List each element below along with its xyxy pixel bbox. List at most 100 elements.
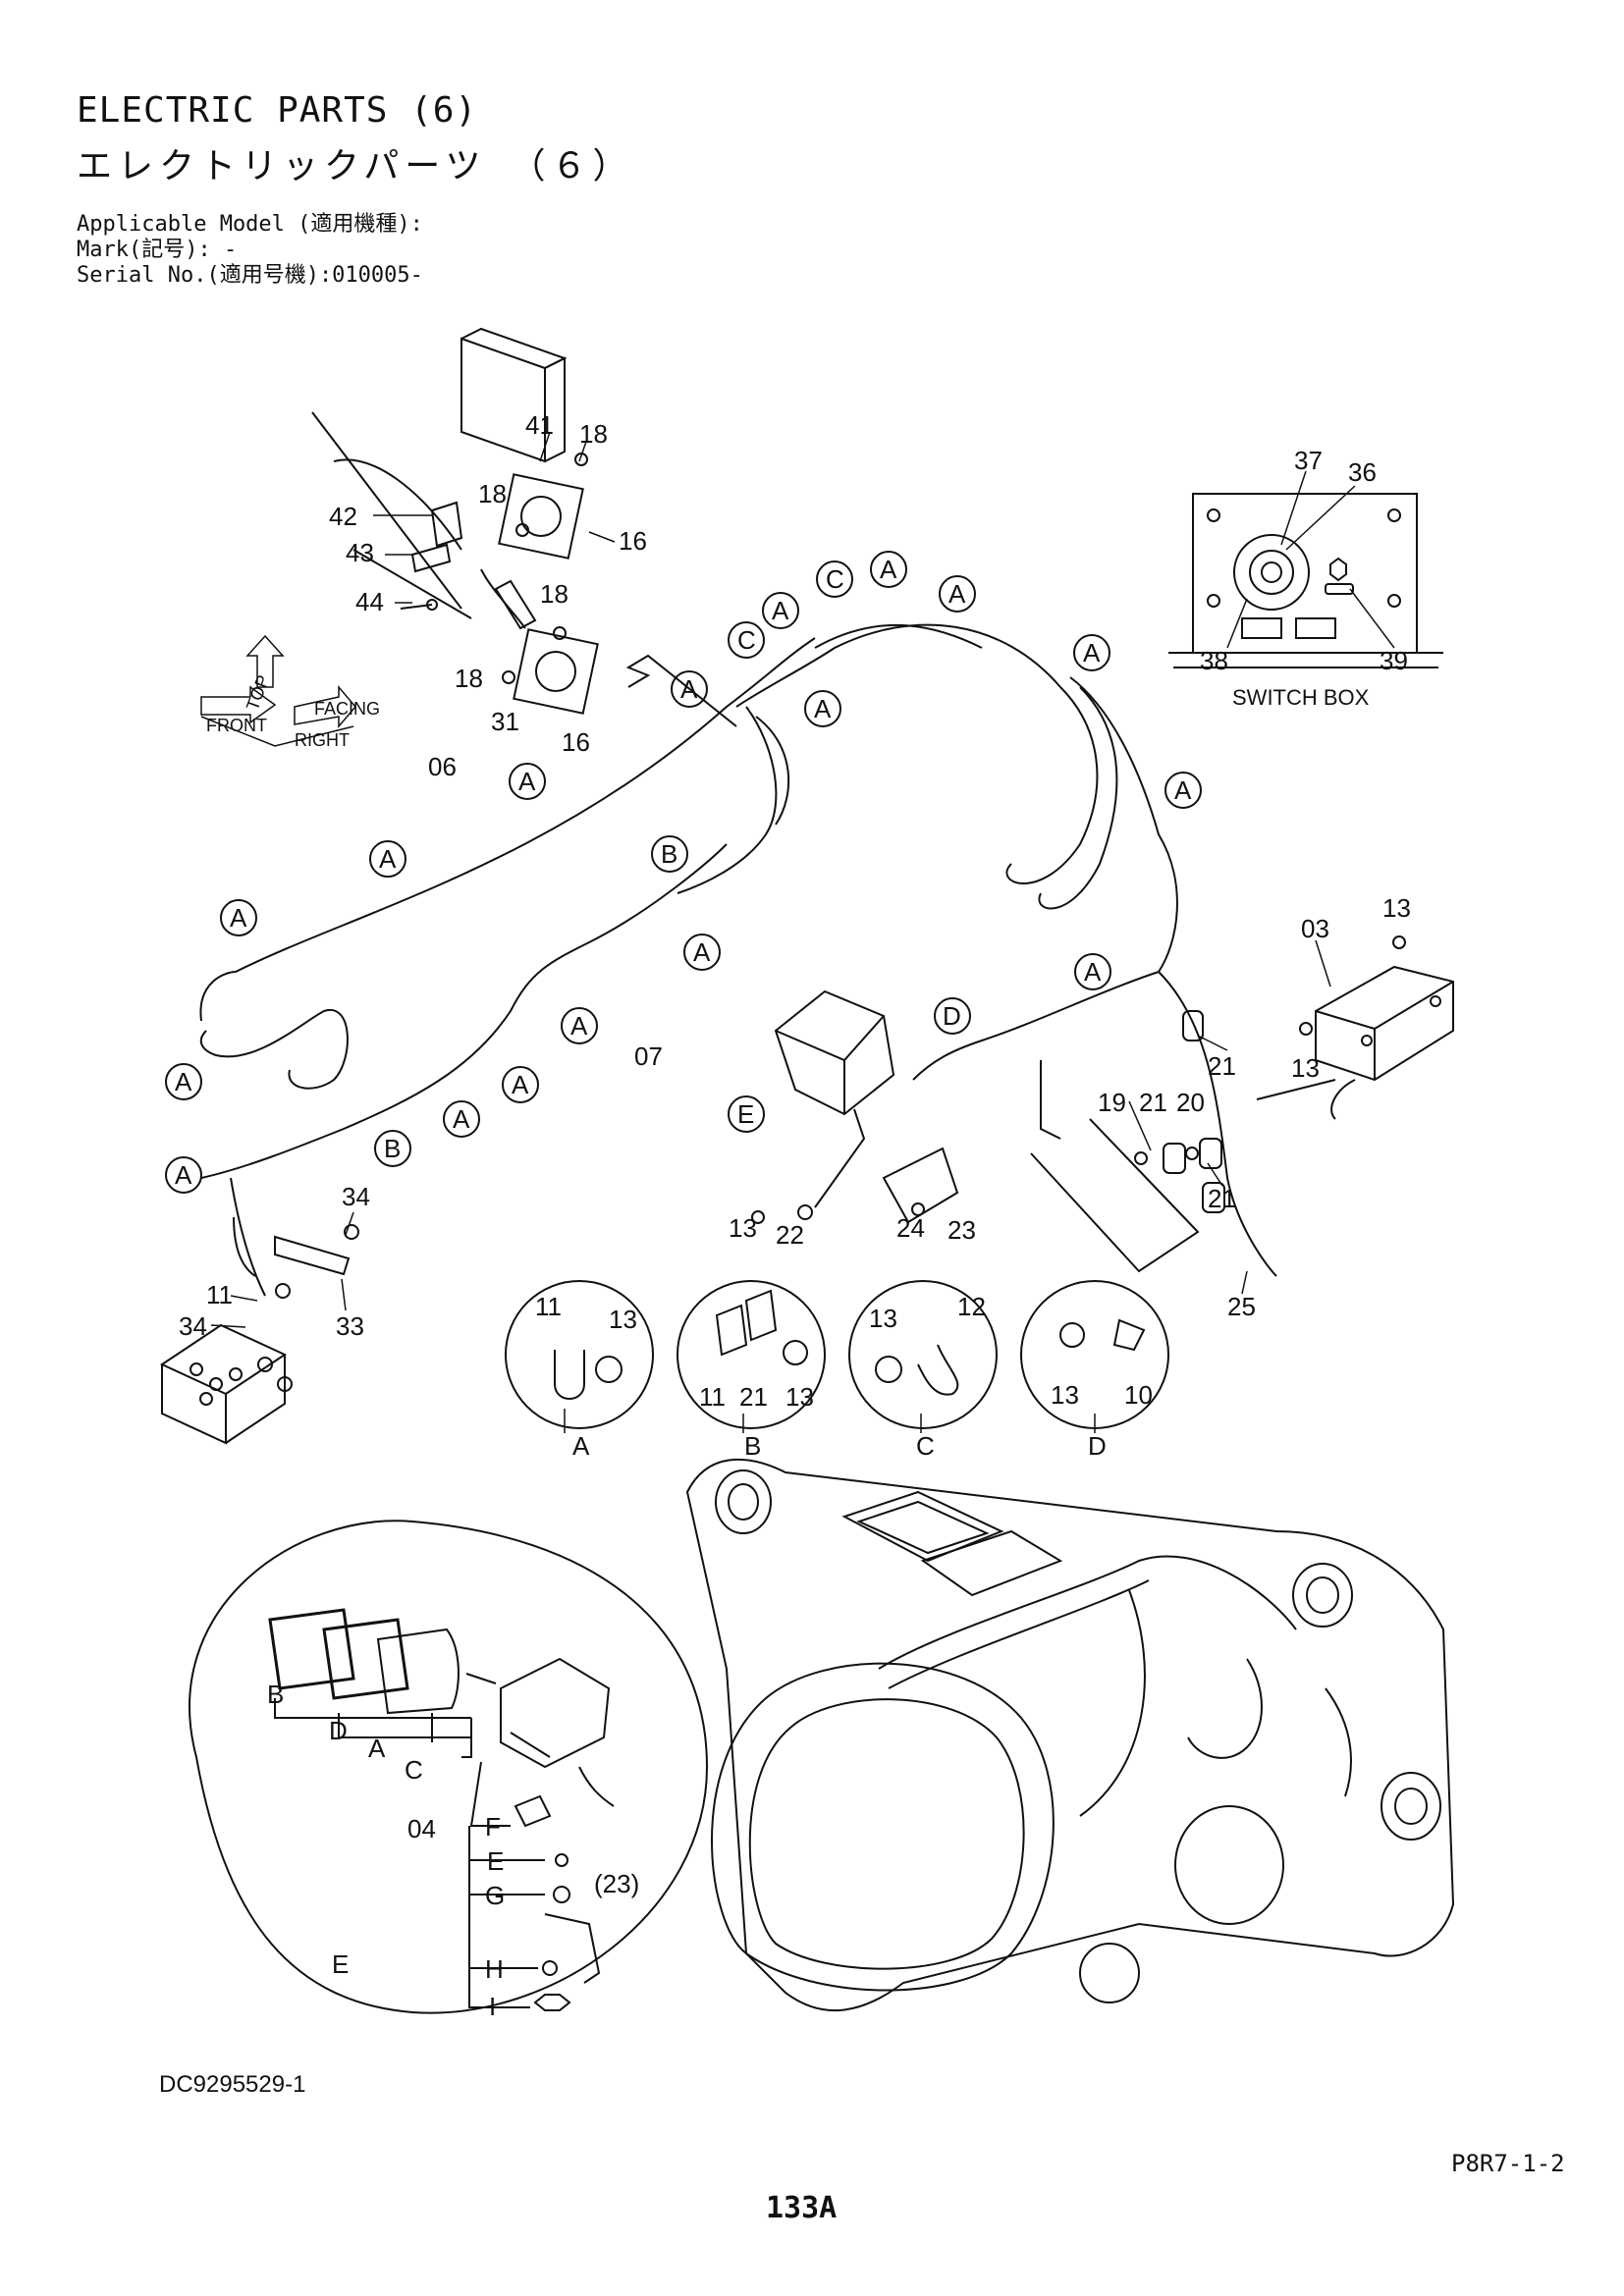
detail-a-caption: A (572, 1431, 590, 1461)
part-label-13: 13 (729, 1213, 757, 1243)
main-frame-body (685, 1458, 1455, 2012)
callout-a: A (1074, 953, 1111, 990)
detail-b-part-11: 11 (699, 1382, 726, 1412)
svg-text:E: E (737, 1099, 754, 1129)
svg-text:A: A (453, 1104, 470, 1134)
part-label-25: 25 (1227, 1292, 1256, 1321)
switch-label-39: 39 (1380, 646, 1408, 675)
callout-c: C (728, 621, 765, 659)
part-label-34: 34 (179, 1311, 207, 1341)
direction-indicator: FRONT TOP RIGHT FACING (200, 634, 380, 750)
detail-circles (505, 1280, 1169, 1429)
callout-markers: A A A A A A A A A A A A A A A A A C C B … (165, 551, 1202, 1194)
svg-text:A: A (230, 903, 247, 933)
part-label-43: 43 (346, 538, 374, 567)
top-label: TOP (243, 672, 273, 713)
bracket-assembly (311, 327, 737, 727)
page-title: ELECTRIC PARTS (6) (77, 90, 478, 131)
callout-c: C (816, 561, 853, 598)
part-label-23: 23 (947, 1215, 976, 1245)
connector-plug-assembly (159, 1224, 359, 1445)
svg-text:A: A (512, 1070, 529, 1099)
leader-lines (210, 431, 1395, 1433)
page-number: 133A (766, 2191, 838, 2225)
callout-a: A (939, 575, 976, 613)
svg-text:A: A (1084, 957, 1102, 987)
detail-d-part-10: 10 (1124, 1380, 1153, 1410)
document-code: DC9295529-1 (159, 2071, 306, 2098)
clamp-set (1030, 1010, 1225, 1273)
part-label-13: 13 (1382, 893, 1411, 923)
svg-text:A: A (175, 1067, 192, 1096)
page-title-japanese: エレクトリックパーツ （６） (77, 146, 634, 187)
detail-d-part-13: 13 (1051, 1380, 1079, 1410)
part-label-18: 18 (478, 479, 507, 508)
svg-text:A: A (1083, 638, 1101, 667)
detail-b-part-21: 21 (739, 1382, 768, 1412)
callout-a: A (443, 1100, 480, 1138)
detail-c-part-12: 12 (957, 1292, 986, 1321)
callout-b: B (374, 1130, 411, 1167)
harness-label-06: 06 (428, 752, 457, 781)
switch-label-36: 36 (1348, 457, 1377, 487)
callout-a: A (165, 1063, 202, 1100)
svg-text:A: A (814, 694, 832, 723)
callout-a: A (870, 551, 907, 588)
callout-a: A (369, 840, 406, 878)
svg-text:A: A (1174, 775, 1192, 805)
front-label: FRONT (206, 716, 267, 735)
lamp-letter-b: B (267, 1680, 284, 1709)
svg-text:B: B (384, 1134, 401, 1163)
harness-07 (200, 843, 1277, 1297)
part-label-33: 33 (336, 1311, 364, 1341)
right-label: RIGHT (295, 730, 350, 750)
lamp-exploded-detail (189, 1520, 709, 2014)
svg-text:A: A (518, 767, 536, 796)
lamp-03 (1256, 935, 1454, 1120)
part-label-44: 44 (355, 587, 384, 616)
callout-a: A (762, 592, 799, 629)
lamp-letter-e: E (487, 1846, 504, 1876)
harness-label-07: 07 (634, 1041, 663, 1071)
svg-text:C: C (826, 564, 844, 594)
callout-a: A (671, 670, 708, 708)
svg-text:A: A (693, 937, 711, 967)
part-label-03: 03 (1301, 914, 1329, 943)
part-number-labels: 41 18 18 42 43 44 16 18 18 31 16 06 07 0… (179, 410, 1411, 2021)
part-label-22: 22 (776, 1220, 804, 1250)
part-label-11: 11 (206, 1280, 233, 1309)
svg-text:A: A (175, 1160, 192, 1190)
switch-box-caption: SWITCH BOX (1232, 685, 1370, 710)
lamp-letter-i: I (489, 1992, 496, 2021)
detail-b-part-13: 13 (785, 1382, 814, 1412)
harness-06 (199, 623, 1178, 1090)
part-label-24: 24 (896, 1213, 925, 1243)
lamp-letter-c: C (405, 1755, 423, 1785)
part-label-20: 20 (1176, 1088, 1205, 1117)
svg-text:A: A (948, 579, 966, 609)
detail-b-caption: B (744, 1431, 761, 1461)
part-label-42: 42 (329, 502, 357, 531)
svg-text:C: C (737, 625, 756, 655)
callout-a: A (502, 1066, 539, 1103)
svg-text:A: A (379, 844, 397, 874)
part-label-21: 21 (1139, 1088, 1167, 1117)
part-label-31: 31 (491, 707, 519, 736)
lamp-e (751, 989, 959, 1224)
callout-a: A (683, 934, 721, 971)
callout-a: A (220, 899, 257, 936)
part-label-23-ref: (23) (594, 1869, 639, 1898)
part-label-18: 18 (540, 579, 568, 609)
part-label-34: 34 (342, 1182, 370, 1211)
detail-c-caption: C (916, 1431, 935, 1461)
part-label-21: 21 (1208, 1184, 1236, 1213)
svg-text:B: B (661, 839, 677, 869)
serial-number: Serial No.(適用号機):010005- (77, 263, 423, 288)
svg-text:A: A (680, 674, 698, 704)
callout-a: A (1164, 772, 1202, 809)
callout-a: A (509, 763, 546, 800)
callout-a: A (1073, 634, 1110, 671)
facing-label: FACING (314, 699, 380, 719)
part-label-16: 16 (562, 727, 590, 757)
